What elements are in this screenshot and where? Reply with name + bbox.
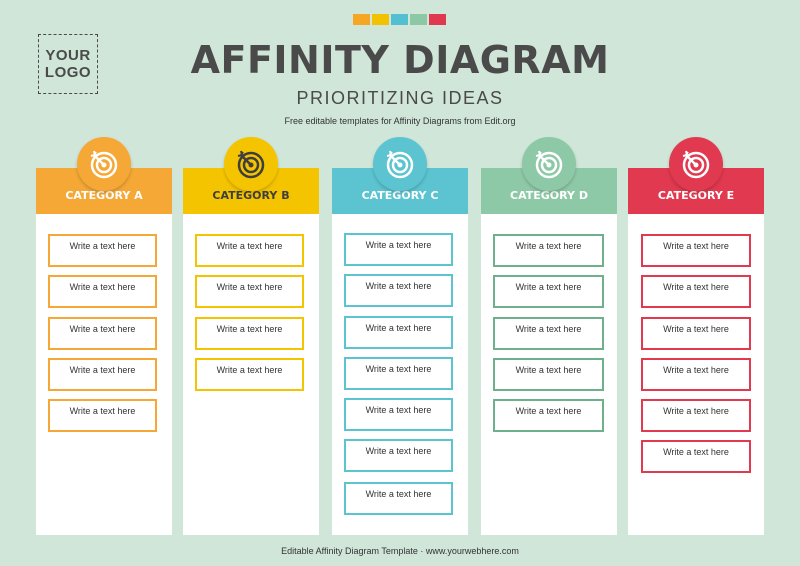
category-header-e: CATEGORY E	[628, 168, 764, 214]
text-box[interactable]: Write a text here	[493, 234, 604, 267]
category-label: CATEGORY A	[65, 188, 143, 202]
category-column-a: CATEGORY A Write a text here Write a tex…	[36, 137, 172, 535]
text-box[interactable]: Write a text here	[641, 440, 751, 473]
logo-line-1: YOUR	[45, 47, 91, 64]
text-box[interactable]: Write a text here	[344, 274, 453, 307]
palette-swatch	[410, 14, 427, 25]
target-arrow-icon	[522, 137, 576, 191]
category-label: CATEGORY E	[657, 188, 735, 202]
text-box[interactable]: Write a text here	[641, 275, 751, 308]
text-box[interactable]: Write a text here	[344, 357, 453, 390]
category-column-c: CATEGORY C Write a text here Write a tex…	[332, 137, 468, 535]
page-title: AFFINITY DIAGRAM	[190, 38, 610, 82]
text-box[interactable]: Write a text here	[493, 275, 604, 308]
palette-swatch	[372, 14, 389, 25]
text-box[interactable]: Write a text here	[344, 316, 453, 349]
text-box[interactable]: Write a text here	[493, 317, 604, 350]
palette-swatch	[429, 14, 446, 25]
text-box[interactable]: Write a text here	[48, 358, 157, 391]
category-label: CATEGORY C	[361, 188, 439, 202]
footer-text: Editable Affinity Diagram Template · www…	[281, 546, 519, 556]
text-box[interactable]: Write a text here	[641, 358, 751, 391]
text-box[interactable]: Write a text here	[195, 275, 304, 308]
target-arrow-icon	[224, 137, 278, 191]
text-box[interactable]: Write a text here	[493, 358, 604, 391]
text-box[interactable]: Write a text here	[195, 358, 304, 391]
credit-line: Free editable templates for Affinity Dia…	[284, 116, 516, 126]
text-box[interactable]: Write a text here	[48, 399, 157, 432]
text-box[interactable]: Write a text here	[641, 399, 751, 432]
text-box[interactable]: Write a text here	[344, 482, 453, 515]
category-column-d: CATEGORY D Write a text here Write a tex…	[481, 137, 617, 535]
text-box[interactable]: Write a text here	[48, 234, 157, 267]
logo-placeholder: YOUR LOGO	[38, 34, 98, 94]
text-box[interactable]: Write a text here	[48, 317, 157, 350]
text-box[interactable]: Write a text here	[641, 317, 751, 350]
category-column-e: CATEGORY E Write a text here Write a tex…	[628, 137, 764, 535]
color-palette	[353, 14, 446, 25]
category-label: CATEGORY D	[510, 188, 588, 202]
text-box[interactable]: Write a text here	[344, 439, 453, 472]
target-arrow-icon	[77, 137, 131, 191]
logo-line-2: LOGO	[44, 64, 92, 81]
category-column-b: CATEGORY B Write a text here Write a tex…	[183, 137, 319, 535]
text-box[interactable]: Write a text here	[48, 275, 157, 308]
text-box[interactable]: Write a text here	[344, 398, 453, 431]
text-box[interactable]: Write a text here	[493, 399, 604, 432]
text-box[interactable]: Write a text here	[195, 234, 304, 267]
category-header-c: CATEGORY C	[332, 168, 468, 214]
text-box[interactable]: Write a text here	[344, 233, 453, 266]
target-arrow-icon	[373, 137, 427, 191]
category-label: CATEGORY B	[212, 188, 290, 202]
text-box[interactable]: Write a text here	[195, 317, 304, 350]
target-arrow-icon	[669, 137, 723, 191]
text-box[interactable]: Write a text here	[641, 234, 751, 267]
palette-swatch	[353, 14, 370, 25]
palette-swatch	[391, 14, 408, 25]
page-subtitle: PRIORITIZING IDEAS	[296, 88, 504, 108]
